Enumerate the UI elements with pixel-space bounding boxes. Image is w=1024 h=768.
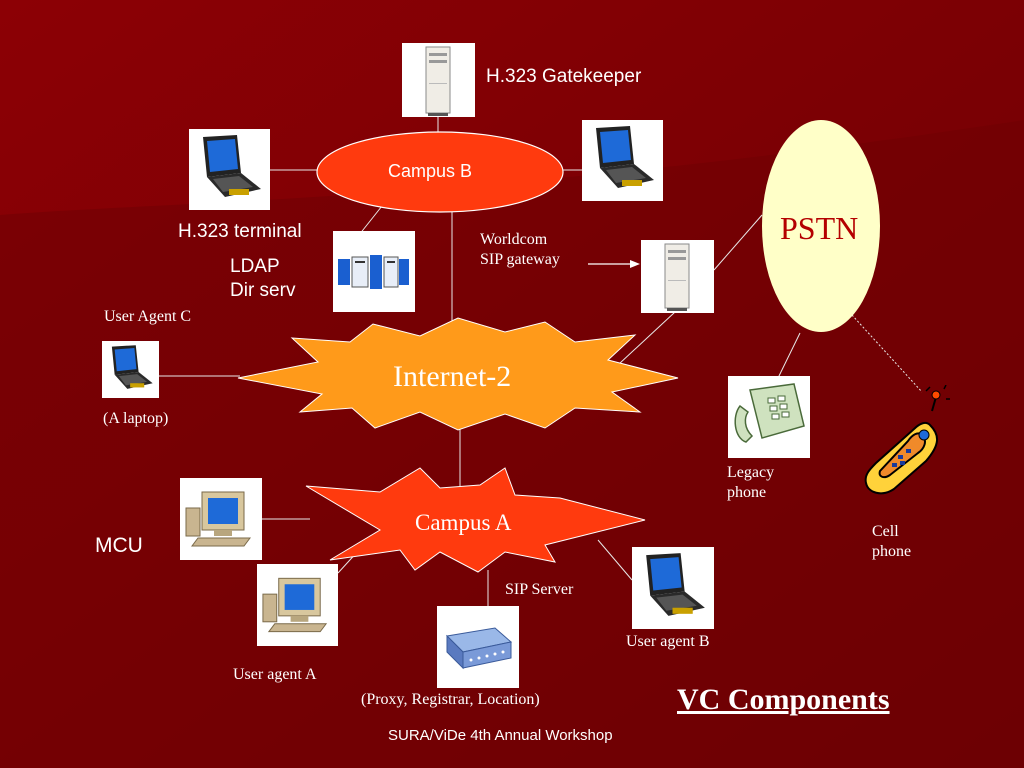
connection-lines [159, 117, 923, 606]
h323-terminal-label: H.323 terminal [178, 221, 302, 242]
user-agent-b-label: User agent B [626, 633, 710, 650]
network-device-icon [437, 606, 519, 688]
campus-a-label: Campus A [415, 510, 512, 535]
campus-a-burst [305, 467, 646, 573]
gatekeeper-label: H.323 Gatekeeper [486, 66, 642, 87]
desktop-computer-icon [180, 478, 262, 560]
server-tower-icon [641, 240, 714, 313]
laptop-icon [102, 341, 159, 398]
slide-title: VC Components [677, 683, 890, 716]
laptop-icon [582, 120, 663, 201]
legacy-phone-label: Legacy phone [727, 464, 775, 501]
campus-b-label: Campus B [388, 161, 473, 181]
campus-b-node [316, 131, 564, 213]
user-agent-a-label: User agent A [233, 666, 317, 683]
desk-phone-icon [728, 376, 810, 458]
laptop-icon [632, 547, 714, 629]
laptop-icon [189, 129, 270, 210]
cell-phone-icon [860, 384, 950, 500]
pstn-node [762, 120, 880, 332]
cell-phone-label: Cell phone [872, 523, 912, 560]
proxy-label: (Proxy, Registrar, Location) [361, 691, 540, 708]
internet2-burst [237, 317, 679, 431]
desktop-computer-icon [257, 564, 338, 646]
sip-server-label: SIP Server [505, 581, 574, 598]
server-tower-icon [402, 43, 475, 117]
pstn-label: PSTN [780, 210, 859, 246]
mcu-label: MCU [95, 534, 143, 557]
user-agent-c-label: User Agent C [104, 308, 192, 325]
worldcom-label: Worldcom SIP gateway [480, 231, 560, 268]
server-rack-icon [333, 231, 415, 312]
internet2-label: Internet-2 [393, 360, 512, 393]
a-laptop-label: (A laptop) [103, 410, 169, 427]
slide-footer: SURA/ViDe 4th Annual Workshop [388, 727, 613, 744]
ldap-label: LDAP Dir serv [230, 256, 296, 301]
